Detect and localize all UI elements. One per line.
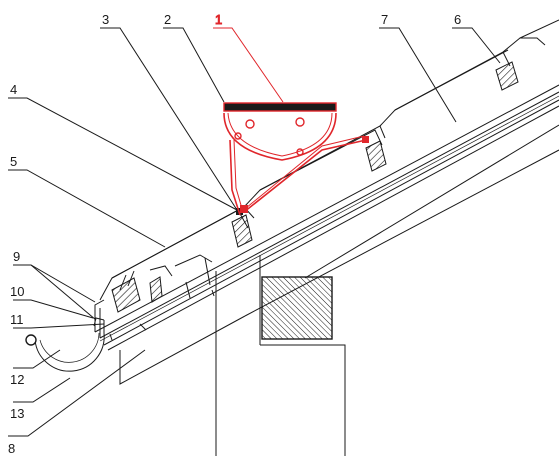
wall <box>119 149 559 456</box>
callout-6: 6 <box>454 12 461 27</box>
callout-1: 1 <box>215 12 222 27</box>
callout-8: 8 <box>8 441 15 456</box>
gutter <box>25 317 105 372</box>
callout-2: 2 <box>164 12 171 27</box>
callout-13: 13 <box>10 406 24 421</box>
callout-11: 11 <box>10 312 24 327</box>
rafter-layers <box>94 84 559 351</box>
callout-9: 9 <box>13 249 20 264</box>
eave-comb-and-screws <box>109 208 243 341</box>
battens <box>111 61 519 313</box>
leader-lines <box>8 27 559 437</box>
callout-3: 3 <box>102 12 109 27</box>
callout-12: 12 <box>10 372 24 387</box>
callout-4: 4 <box>10 82 17 97</box>
snow-guard-assembly <box>223 102 369 216</box>
callout-5: 5 <box>10 154 17 169</box>
wall-plate-beam <box>261 276 333 340</box>
roof-tiles <box>99 19 559 301</box>
callout-7: 7 <box>381 12 388 27</box>
callout-10: 10 <box>10 284 24 299</box>
